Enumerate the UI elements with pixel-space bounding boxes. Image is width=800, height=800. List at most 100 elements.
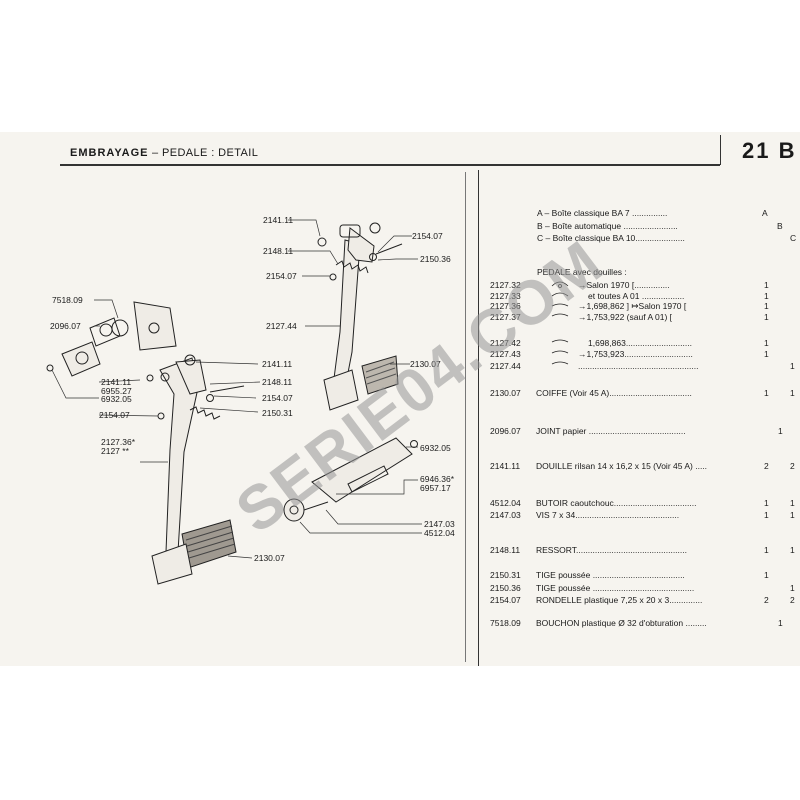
- gasket: [89, 317, 121, 347]
- upper-washer-left: [329, 273, 337, 281]
- ref: 2127.36: [490, 301, 521, 311]
- lower-washer-left: [146, 374, 154, 382]
- legend-code-b: B: [777, 221, 783, 231]
- pedal-icons: [551, 281, 569, 365]
- label-2096-07: 2096.07: [50, 321, 81, 331]
- pedal-diagram: [46, 219, 422, 585]
- label-2154-07-mid: 2154.07: [262, 393, 293, 403]
- ref: 2150.36: [490, 583, 521, 593]
- spec: 1,698,863............................: [588, 338, 692, 348]
- upper-bushing-right: [369, 222, 381, 234]
- ref: 2127.32: [490, 280, 521, 290]
- legend-text: B – Boîte automatique ..................…: [537, 221, 678, 231]
- label-2147-03: 2147.03: [424, 519, 455, 529]
- pedal-row: 2127.44.................................…: [490, 361, 698, 371]
- desc: BOUCHON plastique Ø 32 d'obturation ....…: [536, 618, 707, 628]
- part-qty-1: 1: [778, 426, 783, 436]
- part-qty-2: 1: [790, 583, 795, 593]
- desc: TIGE poussée ...........................…: [536, 583, 695, 593]
- ref: 2127.33: [490, 291, 521, 301]
- spec: et toutes A 01 ..................: [588, 291, 685, 301]
- part-qty-2: 2: [790, 595, 795, 605]
- title-main: EMBRAYAGE: [70, 147, 149, 159]
- ref: 2141.11: [490, 461, 521, 471]
- stop-bracket: [311, 437, 413, 503]
- left-small-washer: [46, 364, 54, 372]
- lower-washer-small: [157, 412, 165, 420]
- spec: ........................................…: [578, 361, 699, 371]
- ref: 2127.37: [490, 312, 521, 322]
- lower-spring: [189, 406, 221, 420]
- label-7518-09: 7518.09: [52, 295, 83, 305]
- pedal-icon: [551, 339, 569, 343]
- bracket-nut: [410, 440, 418, 448]
- label-2130-07-bottom: 2130.07: [254, 553, 285, 563]
- spec: →1,698,862 ] ↦Salon 1970 [: [578, 301, 687, 311]
- page-title: EMBRAYAGE – PEDALE : DETAIL: [70, 147, 258, 159]
- title-separator: –: [151, 147, 159, 159]
- pedal-row: 2127.37 →1,753,922 (sauf A 01) [: [490, 312, 672, 322]
- label-2127: 2127 **: [101, 446, 129, 456]
- part-qty-2: 1: [790, 388, 795, 398]
- pedal-qty: 1: [764, 280, 769, 290]
- pedal-qty: 1: [790, 361, 795, 371]
- spec: →Salon 1970 [...............: [578, 280, 670, 290]
- label-6932-05-left: 6932.05: [101, 394, 132, 404]
- pedal-qty: 1: [764, 338, 769, 348]
- pedal-qty: 1: [764, 349, 769, 359]
- legend-item-c: C – Boîte classique BA 10...............…: [537, 233, 685, 243]
- desc: VIS 7 x 34..............................…: [536, 510, 680, 520]
- desc: COIFFE (Voir 45 A)......................…: [536, 388, 692, 398]
- pedal-qty: 1: [764, 291, 769, 301]
- column-divider-inner: [465, 172, 466, 662]
- catalog-page: EMBRAYAGE – PEDALE : DETAIL 21 B: [0, 132, 800, 666]
- ref: 2148.11: [490, 545, 521, 555]
- page-number: 21 B: [742, 138, 797, 163]
- legend-text: C – Boîte classique BA 10...............…: [537, 233, 685, 243]
- part-qty-1: 1: [764, 570, 769, 580]
- lower-bushing: [184, 354, 196, 366]
- part-row: 7518.09 BOUCHON plastique Ø 32 d'obturati…: [490, 618, 707, 628]
- upper-washer: [369, 253, 377, 261]
- part-row: 2141.11 DOUILLE rilsan 14 x 16,2 x 15 (Vo…: [490, 461, 707, 471]
- upper-pushrod: [375, 243, 403, 255]
- column-divider: [478, 170, 480, 666]
- ref: 2147.03: [490, 510, 521, 520]
- part-qty-1: 1: [764, 388, 769, 398]
- label-2154-07-left: 2154.07: [99, 410, 130, 420]
- label-2148-11-mid: 2148.11: [262, 377, 293, 387]
- upper-pedal-pad: [361, 355, 399, 395]
- pedal-icon: [551, 281, 569, 287]
- label-2127-36: 2127.36*: [101, 437, 136, 447]
- pedal-qty: 1: [764, 312, 769, 322]
- pedal-row: 2127.36 →1,698,862 ] ↦Salon 1970 [: [490, 301, 686, 312]
- ref: 2127.43: [490, 349, 521, 359]
- part-qty-1: 2: [764, 461, 769, 471]
- part-qty-1: 2: [764, 595, 769, 605]
- legend-item-a: A – Boîte classique BA 7 ...............: [537, 208, 667, 218]
- part-row: 2150.36 TIGE poussée ....................…: [490, 583, 694, 593]
- pedal-qty: 1: [764, 301, 769, 311]
- spec: →1,753,922 (sauf A 01) [: [578, 312, 673, 322]
- lower-washer: [206, 394, 214, 402]
- lower-pedal-bracket: [175, 359, 207, 395]
- ref: 7518.09: [490, 618, 521, 628]
- label-6946-36: 6946.36*: [420, 474, 455, 484]
- part-qty-2: 2: [790, 461, 795, 471]
- label-2150-36: 2150.36: [420, 254, 451, 264]
- pedal-row: 2127.32 →Salon 1970 [...............: [490, 280, 670, 290]
- label-2148-11-top: 2148.11: [263, 246, 294, 256]
- part-qty-2: 1: [790, 510, 795, 520]
- label-6932-05-right: 6932.05: [420, 443, 451, 453]
- spec: →1,753,923.............................: [578, 349, 693, 359]
- desc: DOUILLE rilsan 14 x 16,2 x 15 (Voir 45 A…: [536, 461, 708, 471]
- part-qty-2: 1: [790, 498, 795, 508]
- lower-bushing-left: [160, 372, 170, 382]
- lower-pedal-plate: [151, 543, 193, 585]
- label-4512-04: 4512.04: [424, 528, 455, 538]
- pedal-icon: [551, 361, 569, 365]
